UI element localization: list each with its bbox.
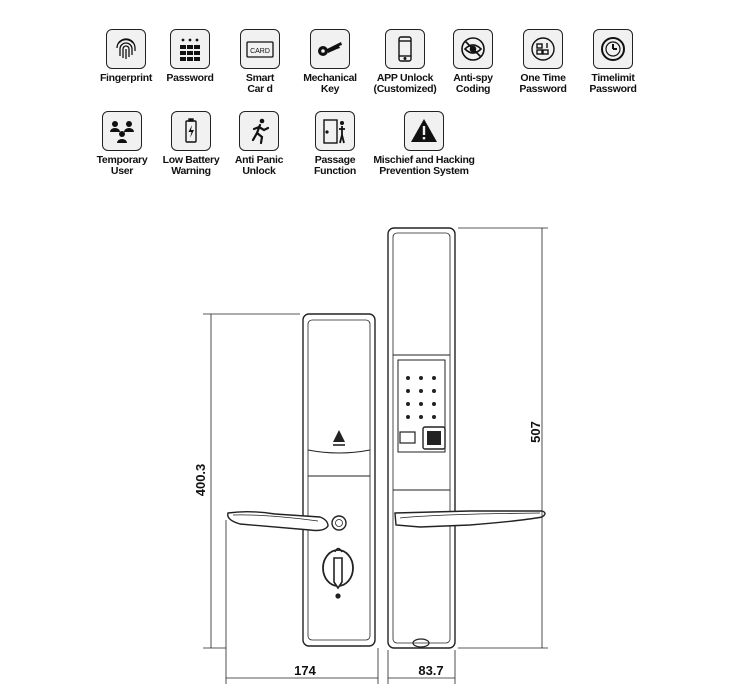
feature-one-time-password: One Time Password [503, 29, 583, 95]
feature-mischief-hacking-prevention: Mischief and Hacking Prevention System [362, 111, 486, 177]
feature-low-battery: Low Battery Warning [151, 111, 231, 177]
front-handle [227, 511, 329, 532]
feature-label: One Time Password [519, 72, 567, 95]
feature-app-unlock: APP Unlock (Customized) [365, 29, 445, 95]
front-cover-line [307, 449, 371, 454]
feature-mechanical-key: Mechanical Key [290, 29, 370, 95]
side-height-label: 507 [528, 421, 543, 443]
anti-spy-eye-icon [453, 29, 493, 69]
feature-label: Low Battery Warning [162, 154, 220, 177]
feature-passage: Passage Function [295, 111, 375, 177]
one-time-password-icon [523, 29, 563, 69]
warning-icon [404, 111, 444, 151]
side-view [387, 227, 546, 649]
front-bottom-screw [335, 593, 341, 599]
keypad-keys [406, 376, 436, 419]
feature-label: Passage Function [314, 154, 356, 177]
front-body-inner [307, 319, 371, 641]
feature-anti-spy: Anti-spy Coding [433, 29, 513, 95]
keypad-icon [170, 29, 210, 69]
feature-label: Anti Panic Unlock [234, 154, 284, 177]
mechanical-key-icon [310, 29, 350, 69]
front-handle-detail [232, 514, 319, 522]
feature-label: Smart Car d [245, 72, 275, 95]
smartphone-icon [385, 29, 425, 69]
front-width-label: 174 [294, 663, 316, 678]
passage-door-icon [315, 111, 355, 151]
fingerprint-icon [106, 29, 146, 69]
fingerprint-sensor [422, 426, 446, 450]
feature-fingerprint: Fingerprint [86, 29, 166, 84]
feature-label: Temporary User [96, 154, 148, 177]
feature-password: Password [150, 29, 230, 84]
feature-timelimit-password: Timelimit Password [573, 29, 653, 95]
key-slot [333, 557, 343, 590]
front-view [227, 313, 376, 647]
front-body-outline [302, 313, 376, 647]
users-icon [102, 111, 142, 151]
feature-temporary-user: Temporary User [82, 111, 162, 177]
feature-label: Timelimit Password [589, 72, 637, 95]
feature-label: Password [166, 72, 214, 84]
side-bottom-button [412, 638, 430, 648]
smart-card-icon: CARD [240, 29, 280, 69]
feature-anti-panic: Anti Panic Unlock [219, 111, 299, 177]
running-man-icon [239, 111, 279, 151]
keypad-panel [397, 359, 446, 453]
front-handle-screw [331, 515, 347, 531]
feature-label: APP Unlock (Customized) [373, 72, 437, 95]
card-text: CARD [250, 48, 270, 55]
card-reader-window [399, 431, 416, 444]
side-width-label: 83.7 [418, 663, 443, 678]
side-body-outline [387, 227, 456, 649]
front-height-label: 400.3 [193, 464, 208, 497]
feature-label: Mischief and Hacking Prevention System [373, 154, 475, 177]
side-body-inner [392, 232, 451, 644]
feature-label: Anti-spy Coding [453, 72, 493, 95]
battery-icon [171, 111, 211, 151]
feature-label: Mechanical Key [303, 72, 357, 95]
feature-label: Fingerprint [99, 72, 153, 84]
feature-smart-card: CARD Smart Car d [220, 29, 300, 95]
dimension-lines [203, 227, 548, 684]
clock-icon [593, 29, 633, 69]
front-arrow-mark-icon [333, 430, 345, 442]
